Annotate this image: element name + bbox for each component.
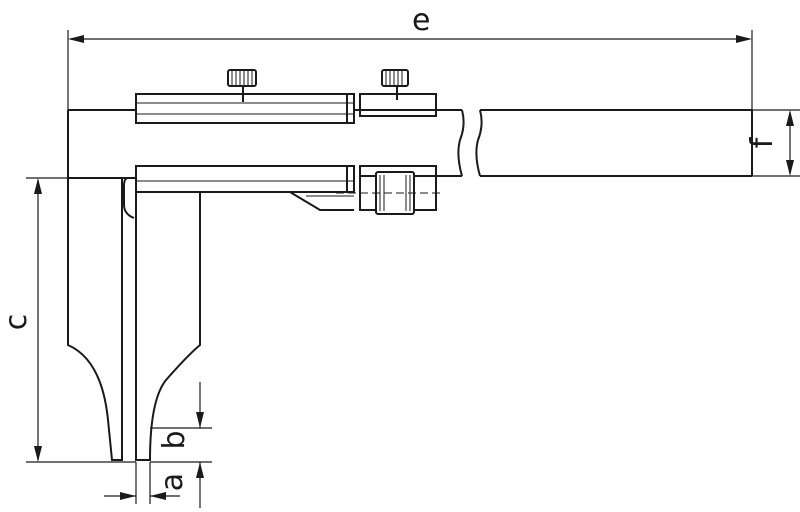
adjusting-wheel xyxy=(336,171,444,215)
label-f: f xyxy=(745,136,780,148)
fine-adjust-bar xyxy=(135,93,355,124)
caliper-beam xyxy=(67,109,753,179)
dimension-a xyxy=(104,462,180,504)
label-a: a xyxy=(155,473,190,491)
thumb-screw-left xyxy=(227,69,257,102)
label-c: c xyxy=(0,314,34,331)
dimension-f xyxy=(752,109,800,177)
dimension-c xyxy=(26,177,136,463)
label-b: b xyxy=(157,430,192,449)
fixed-jaw xyxy=(67,178,123,461)
dimension-b xyxy=(150,382,212,508)
label-e: e xyxy=(412,3,430,38)
thumb-screw-right xyxy=(381,69,409,100)
sliding-jaw xyxy=(123,165,437,461)
dimension-e xyxy=(67,30,753,110)
